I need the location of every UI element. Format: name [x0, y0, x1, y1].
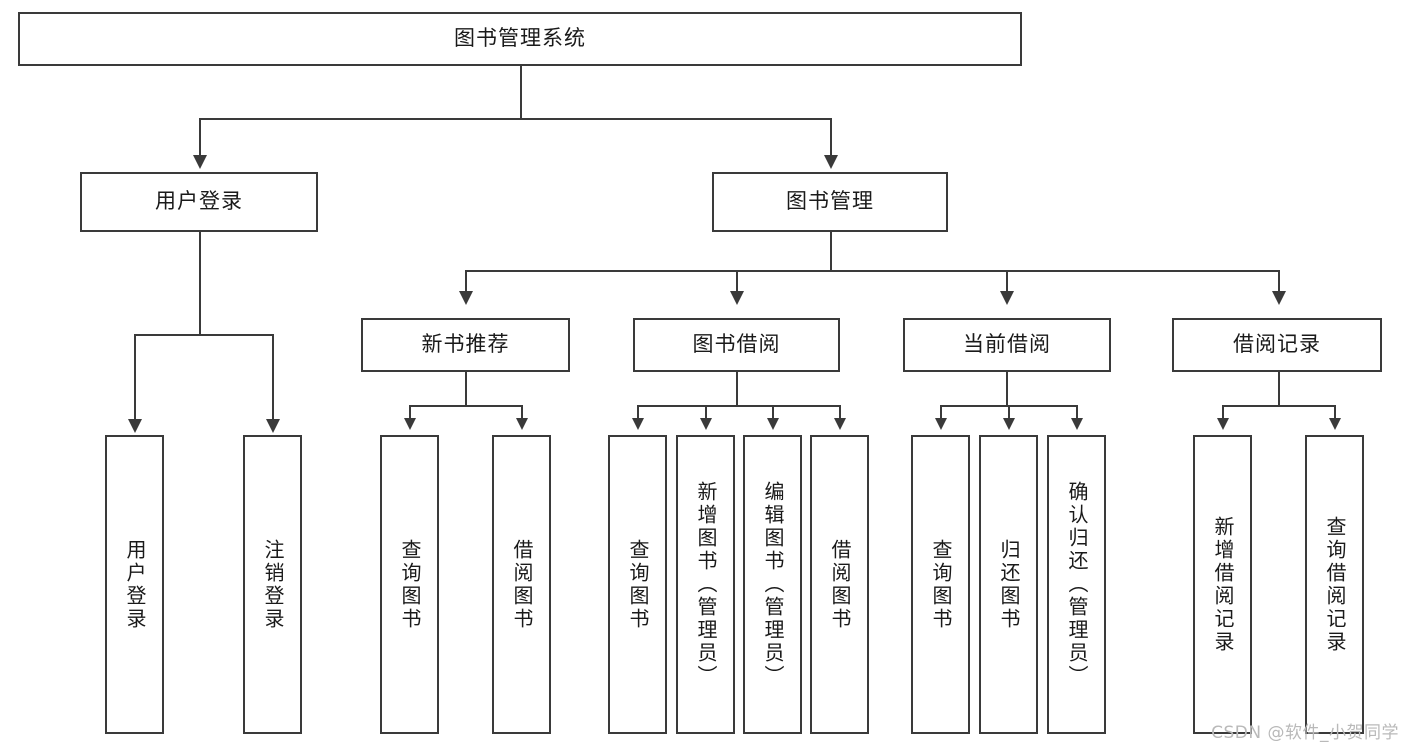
- arrowhead-book-management: [824, 155, 838, 169]
- connector-bm-to-book-borrow: [736, 270, 738, 292]
- connector-br-leaf2: [1334, 405, 1336, 419]
- connector-borrow-record-stem: [1278, 372, 1280, 405]
- leaf-user-login[interactable]: 用户登录: [105, 435, 164, 734]
- connector-current-borrow-stem: [1006, 372, 1008, 405]
- connector-root-to-user-login: [199, 118, 201, 156]
- arrowhead-leaf-edit-book: [767, 418, 779, 430]
- leaf-edit-book[interactable]: 编辑图书（管理员）: [743, 435, 802, 734]
- node-label: 查询图书: [626, 538, 650, 631]
- connector-bm-to-current-borrow: [1006, 270, 1008, 292]
- connector-bm-to-borrow-record: [1278, 270, 1280, 292]
- node-label: 图书管理: [786, 189, 874, 214]
- node-label: 编辑图书（管理员）: [761, 481, 785, 688]
- leaf-borrow-book[interactable]: 借阅图书: [810, 435, 869, 734]
- leaf-add-book[interactable]: 新增图书（管理员）: [676, 435, 735, 734]
- connector-new-book-stem: [465, 372, 467, 405]
- connector-user-login-leaf1: [134, 334, 136, 420]
- connector-bb-leaf3: [772, 405, 774, 419]
- node-user-login[interactable]: 用户登录: [80, 172, 318, 232]
- arrowhead-leaf-borrow-book-2: [834, 418, 846, 430]
- node-label: 新书推荐: [421, 332, 510, 357]
- connector-book-borrow-bus: [637, 405, 840, 407]
- arrowhead-leaf-add-record: [1217, 418, 1229, 430]
- connector-new-book-bus: [409, 405, 522, 407]
- connector-bb-leaf4: [839, 405, 841, 419]
- leaf-logout[interactable]: 注销登录: [243, 435, 302, 734]
- connector-cb-leaf1: [940, 405, 942, 419]
- node-label: 用户登录: [123, 538, 147, 631]
- node-label: 确认归还（管理员）: [1065, 481, 1089, 688]
- connector-user-login-bus: [134, 334, 273, 336]
- connector-bm-to-new-book: [465, 270, 467, 292]
- arrowhead-leaf-add-book: [700, 418, 712, 430]
- connector-bb-leaf2: [705, 405, 707, 419]
- arrowhead-leaf-borrow-book-1: [516, 418, 528, 430]
- node-label: 图书借阅: [692, 332, 781, 357]
- connector-root-to-book-management: [830, 118, 832, 156]
- node-label: 归还图书: [997, 538, 1021, 631]
- leaf-borrow-book-recommend[interactable]: 借阅图书: [492, 435, 551, 734]
- arrowhead-leaf-logout: [266, 419, 280, 433]
- node-current-borrow[interactable]: 当前借阅: [903, 318, 1111, 372]
- arrowhead-leaf-confirm-return: [1071, 418, 1083, 430]
- leaf-query-book-recommend[interactable]: 查询图书: [380, 435, 439, 734]
- node-label: 新增图书（管理员）: [694, 481, 718, 688]
- connector-bb-leaf1: [637, 405, 639, 419]
- leaf-add-borrow-record[interactable]: 新增借阅记录: [1193, 435, 1252, 734]
- arrowhead-leaf-query-book-1: [404, 418, 416, 430]
- connector-user-login-stem: [199, 232, 201, 334]
- connector-cb-leaf3: [1076, 405, 1078, 419]
- connector-nb-leaf2: [521, 405, 523, 419]
- arrowhead-leaf-query-record: [1329, 418, 1341, 430]
- node-label: 图书管理系统: [454, 26, 586, 51]
- node-label: 借阅图书: [828, 538, 852, 631]
- connector-book-borrow-stem: [736, 372, 738, 405]
- leaf-query-book-borrow[interactable]: 查询图书: [608, 435, 667, 734]
- node-label: 新增借阅记录: [1211, 515, 1235, 654]
- leaf-query-book-current[interactable]: 查询图书: [911, 435, 970, 734]
- node-new-book-recommend[interactable]: 新书推荐: [361, 318, 570, 372]
- leaf-return-book[interactable]: 归还图书: [979, 435, 1038, 734]
- connector-book-management-bus: [465, 270, 1278, 272]
- node-book-management[interactable]: 图书管理: [712, 172, 948, 232]
- arrowhead-leaf-query-book-2: [632, 418, 644, 430]
- connector-cb-leaf2: [1008, 405, 1010, 419]
- node-label: 查询图书: [929, 538, 953, 631]
- connector-root-stem: [520, 66, 522, 118]
- arrowhead-leaf-user-login: [128, 419, 142, 433]
- node-label: 借阅图书: [510, 538, 534, 631]
- node-label: 当前借阅: [963, 332, 1051, 357]
- arrowhead-new-book-recommend: [459, 291, 473, 305]
- arrowhead-user-login: [193, 155, 207, 169]
- leaf-confirm-return[interactable]: 确认归还（管理员）: [1047, 435, 1106, 734]
- connector-nb-leaf1: [409, 405, 411, 419]
- node-label: 查询借阅记录: [1323, 515, 1347, 654]
- node-label: 用户登录: [155, 189, 243, 214]
- arrowhead-leaf-query-book-3: [935, 418, 947, 430]
- node-label: 借阅记录: [1233, 332, 1321, 357]
- node-root-book-management-system[interactable]: 图书管理系统: [18, 12, 1022, 66]
- arrowhead-leaf-return-book: [1003, 418, 1015, 430]
- leaf-query-borrow-record[interactable]: 查询借阅记录: [1305, 435, 1364, 734]
- connector-book-management-stem: [830, 232, 832, 270]
- connector-br-leaf1: [1222, 405, 1224, 419]
- node-borrow-record[interactable]: 借阅记录: [1172, 318, 1382, 372]
- arrowhead-current-borrow: [1000, 291, 1014, 305]
- node-label: 查询图书: [398, 538, 422, 631]
- arrowhead-book-borrow: [730, 291, 744, 305]
- connector-user-login-leaf2: [272, 334, 274, 420]
- connector-borrow-record-bus: [1222, 405, 1335, 407]
- node-book-borrow[interactable]: 图书借阅: [633, 318, 840, 372]
- connector-root-bus: [199, 118, 830, 120]
- arrowhead-borrow-record: [1272, 291, 1286, 305]
- node-label: 注销登录: [261, 538, 285, 631]
